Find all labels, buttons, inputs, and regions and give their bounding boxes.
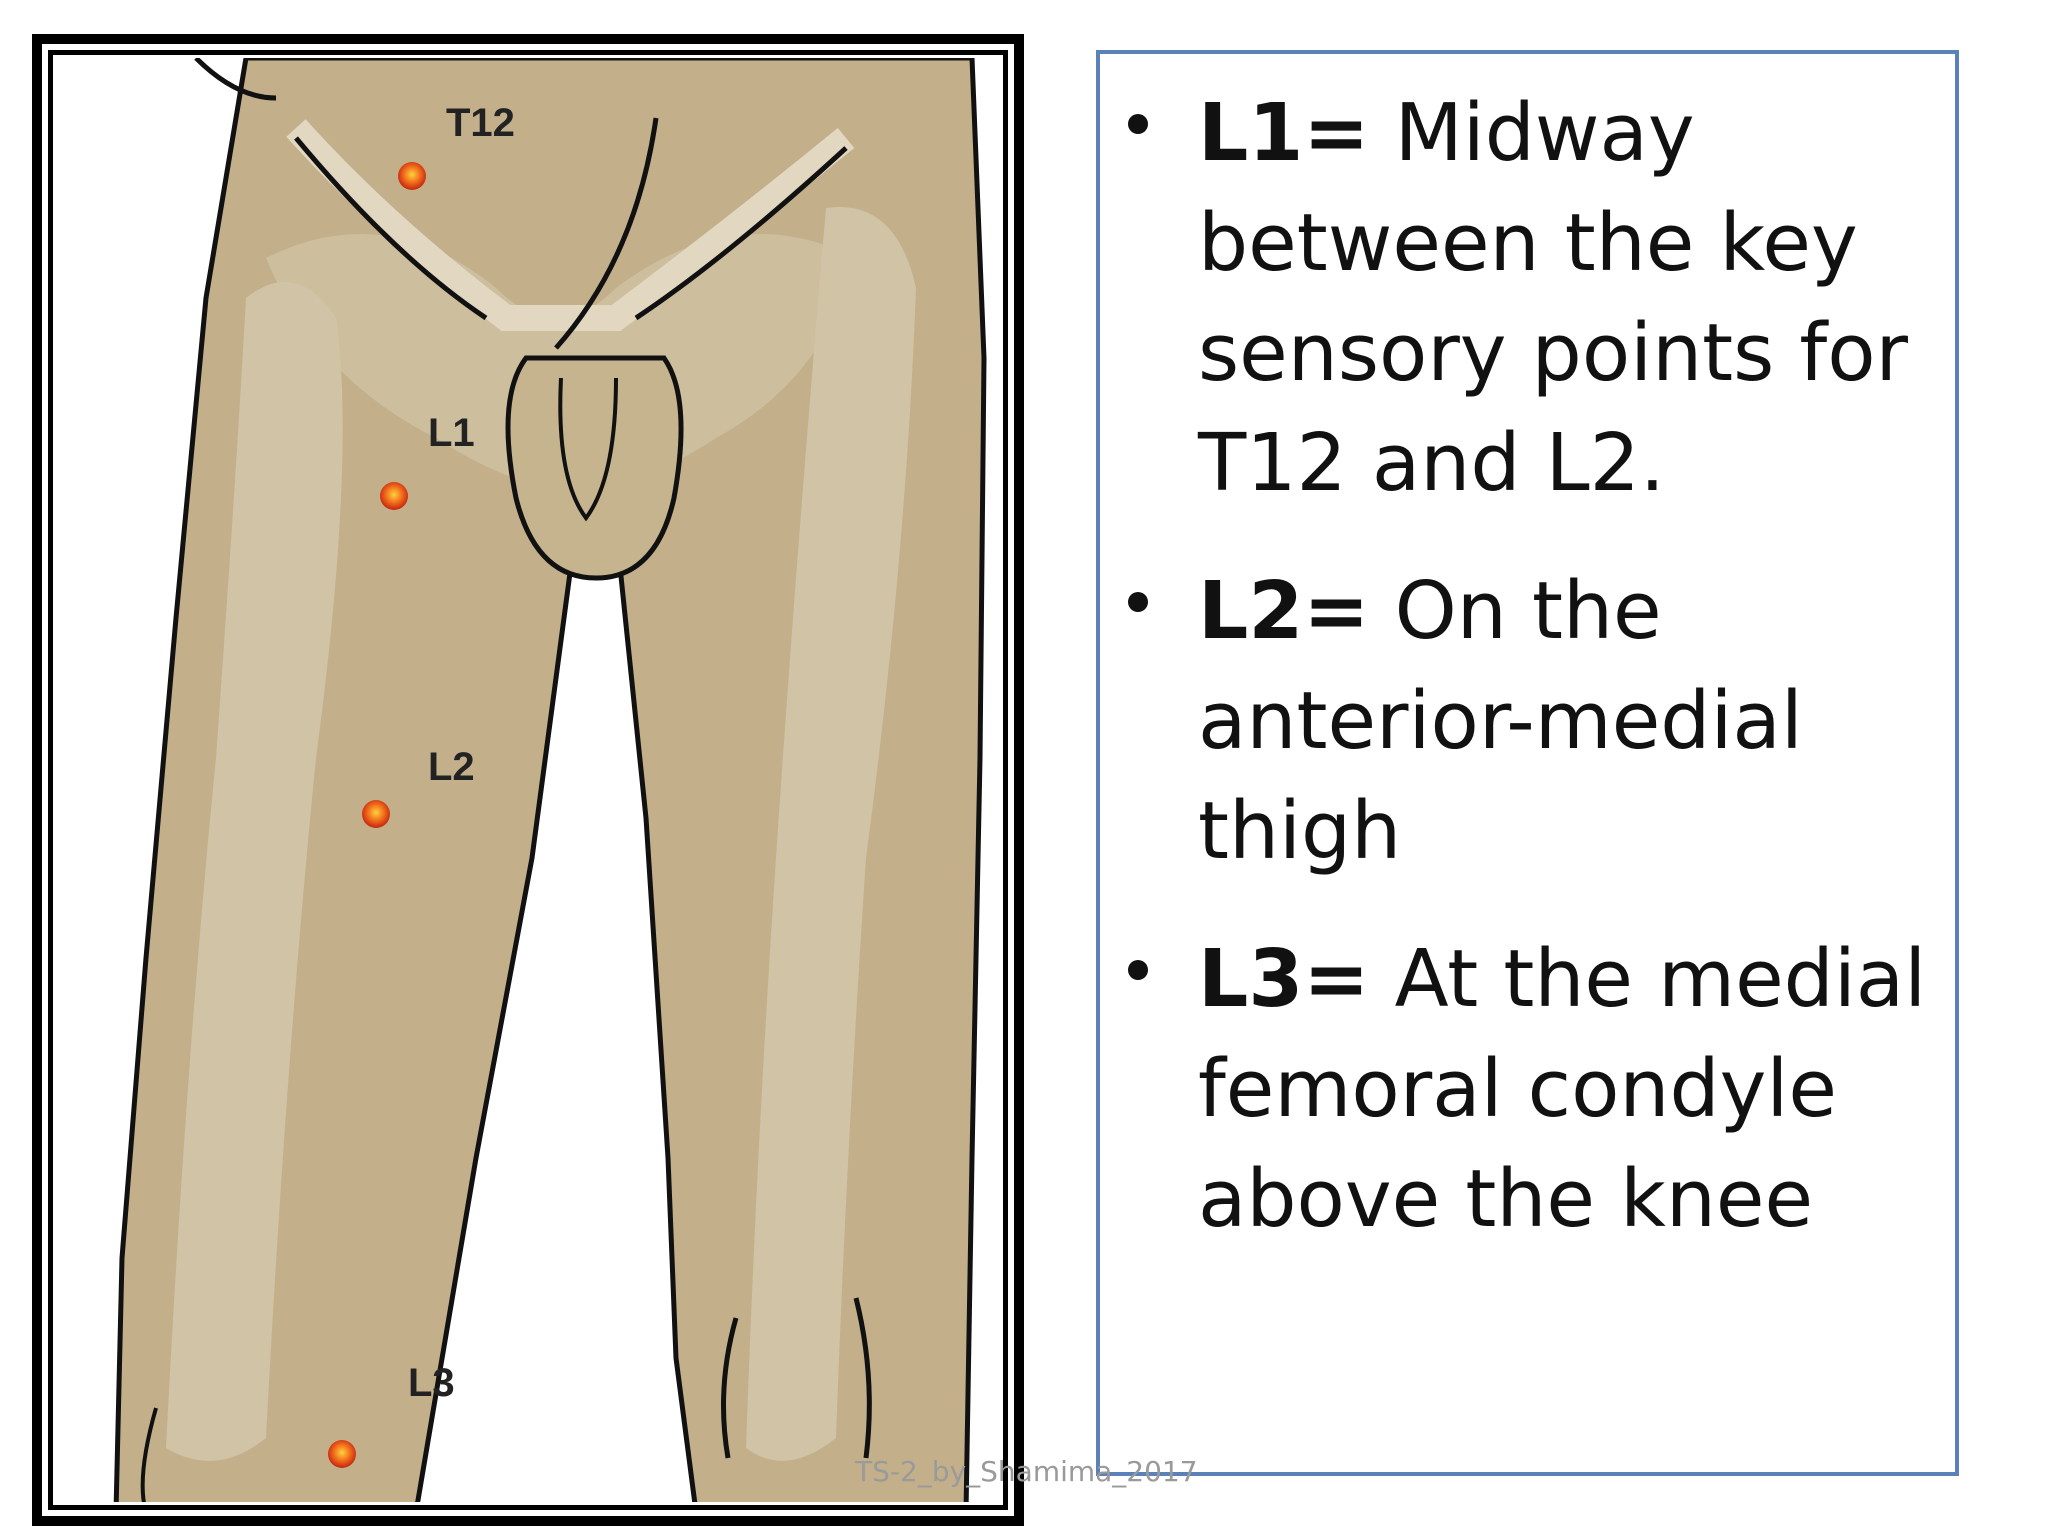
dermatome-bullet-list: L1= Midway between the key sensory point… (1120, 78, 1945, 1292)
description-panel: L1= Midway between the key sensory point… (1096, 50, 1959, 1476)
inguinal-ligament (286, 119, 855, 331)
sensory-point-l3 (328, 1440, 356, 1468)
genital-inner-outline (558, 377, 618, 522)
anatomy-figure: T12 L1 L2 L3 (56, 58, 1000, 1502)
leg-dermatome-illustration: T12 L1 L2 L3 (113, 58, 987, 1502)
label-t12: T12 (446, 101, 515, 145)
groin-outline (294, 136, 848, 321)
left-knee-outline (140, 1407, 158, 1502)
right-femur (746, 207, 916, 1461)
watermark-text: TS-2_by_Shamima_2017 (855, 1455, 1198, 1488)
sensory-point-l1 (380, 482, 408, 510)
bullet-l2: L2= On the anterior-medial thigh (1120, 556, 1945, 886)
genital-outline (505, 355, 684, 581)
right-knee-outline-inner (721, 1317, 739, 1459)
bullet-dot-icon (1128, 960, 1148, 980)
right-knee-outline-outer (853, 1297, 872, 1459)
bullet-description: Midway between the key sensory points fo… (1198, 87, 1909, 509)
sensory-point-t12 (398, 162, 426, 190)
label-l3: L3 (408, 1361, 455, 1405)
bullet-description: At the medial femoral condyle above the … (1198, 933, 1927, 1245)
bullet-l3: L3= At the medial femoral condyle above … (1120, 924, 1945, 1254)
bullet-key: L2= (1198, 565, 1370, 657)
bullet-key: L3= (1198, 933, 1370, 1025)
bullet-dot-icon (1128, 114, 1148, 134)
bullet-dot-icon (1128, 592, 1148, 612)
bullet-description: On the anterior-medial thigh (1198, 565, 1803, 877)
bullet-l1: L1= Midway between the key sensory point… (1120, 78, 1945, 518)
waist-outline (194, 58, 277, 101)
bullet-key: L1= (1198, 87, 1370, 179)
label-l1: L1 (428, 411, 475, 455)
sensory-point-l2 (362, 800, 390, 828)
label-l2: L2 (428, 745, 475, 789)
anatomy-figure-frame: T12 L1 L2 L3 (32, 34, 1024, 1526)
body-crease (554, 117, 659, 350)
left-femur (166, 282, 343, 1461)
